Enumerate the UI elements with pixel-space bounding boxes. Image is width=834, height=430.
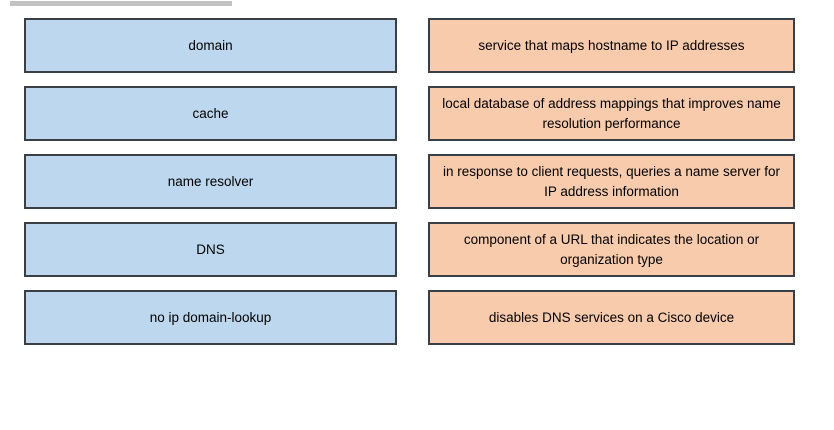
term-label: no ip domain-lookup — [149, 309, 272, 325]
definition-card[interactable]: local database of address mappings that … — [428, 86, 795, 141]
definition-card[interactable]: component of a URL that indicates the lo… — [428, 222, 795, 277]
definition-label: local database of address mappings that … — [442, 95, 781, 131]
term-card[interactable]: no ip domain-lookup — [24, 290, 397, 345]
definition-label: service that maps hostname to IP address… — [478, 37, 745, 53]
definition-label: in response to client requests, queries … — [443, 163, 780, 199]
term-label: DNS — [196, 241, 225, 257]
definition-label: component of a URL that indicates the lo… — [463, 231, 760, 267]
top-progress-bar — [10, 1, 232, 6]
term-card[interactable]: DNS — [24, 222, 397, 277]
definition-card[interactable]: disables DNS services on a Cisco device — [428, 290, 795, 345]
term-label: cache — [192, 105, 229, 121]
definition-card[interactable]: in response to client requests, queries … — [428, 154, 795, 209]
definition-label: disables DNS services on a Cisco device — [488, 309, 735, 325]
term-label: domain — [188, 37, 233, 53]
terms-column: domain cache name resolver DNS no ip dom… — [24, 18, 397, 345]
term-label: name resolver — [167, 173, 254, 189]
term-card[interactable]: cache — [24, 86, 397, 141]
term-card[interactable]: name resolver — [24, 154, 397, 209]
definition-card[interactable]: service that maps hostname to IP address… — [428, 18, 795, 73]
term-card[interactable]: domain — [24, 18, 397, 73]
definitions-column: service that maps hostname to IP address… — [428, 18, 795, 345]
